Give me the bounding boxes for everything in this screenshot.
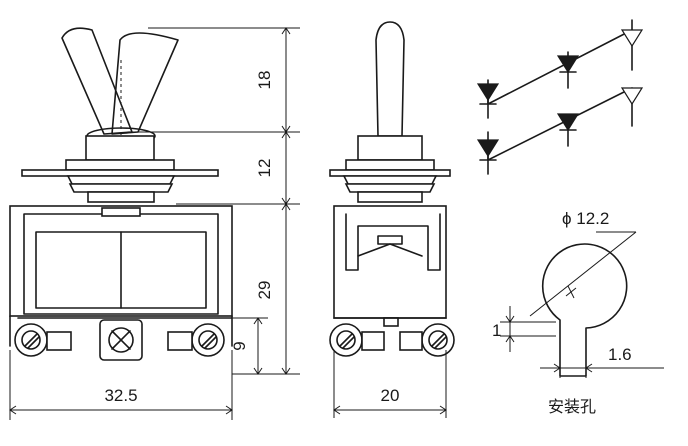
front-body [9,205,233,317]
mounting-hole [500,231,664,378]
dim-bushing-height: 12 [255,159,274,178]
dim-body-height: 29 [255,281,274,300]
side-body [333,205,447,327]
dim-key-width: 1 [492,321,501,340]
dim-terminal-height: 9 [230,341,249,350]
side-lever [375,21,405,137]
side-bushing [329,135,451,203]
dim-front-width: 32.5 [104,386,137,405]
dim-hole-diameter: ϕ 12.2 [562,209,609,228]
side-terminals [329,317,455,357]
dim-lever-height: 18 [255,71,274,90]
front-bushing [21,135,219,203]
side-dimension-lines [333,350,447,418]
mounting-hole-caption: 安装孔 [548,397,596,416]
front-lever [61,27,179,145]
dim-side-width: 20 [381,386,400,405]
front-terminals [9,315,233,361]
dim-key-offset: 1.6 [608,345,632,364]
front-view [9,27,233,361]
side-view [329,21,455,357]
front-dimension-lines [9,27,300,420]
circuit-schematic [476,19,644,175]
